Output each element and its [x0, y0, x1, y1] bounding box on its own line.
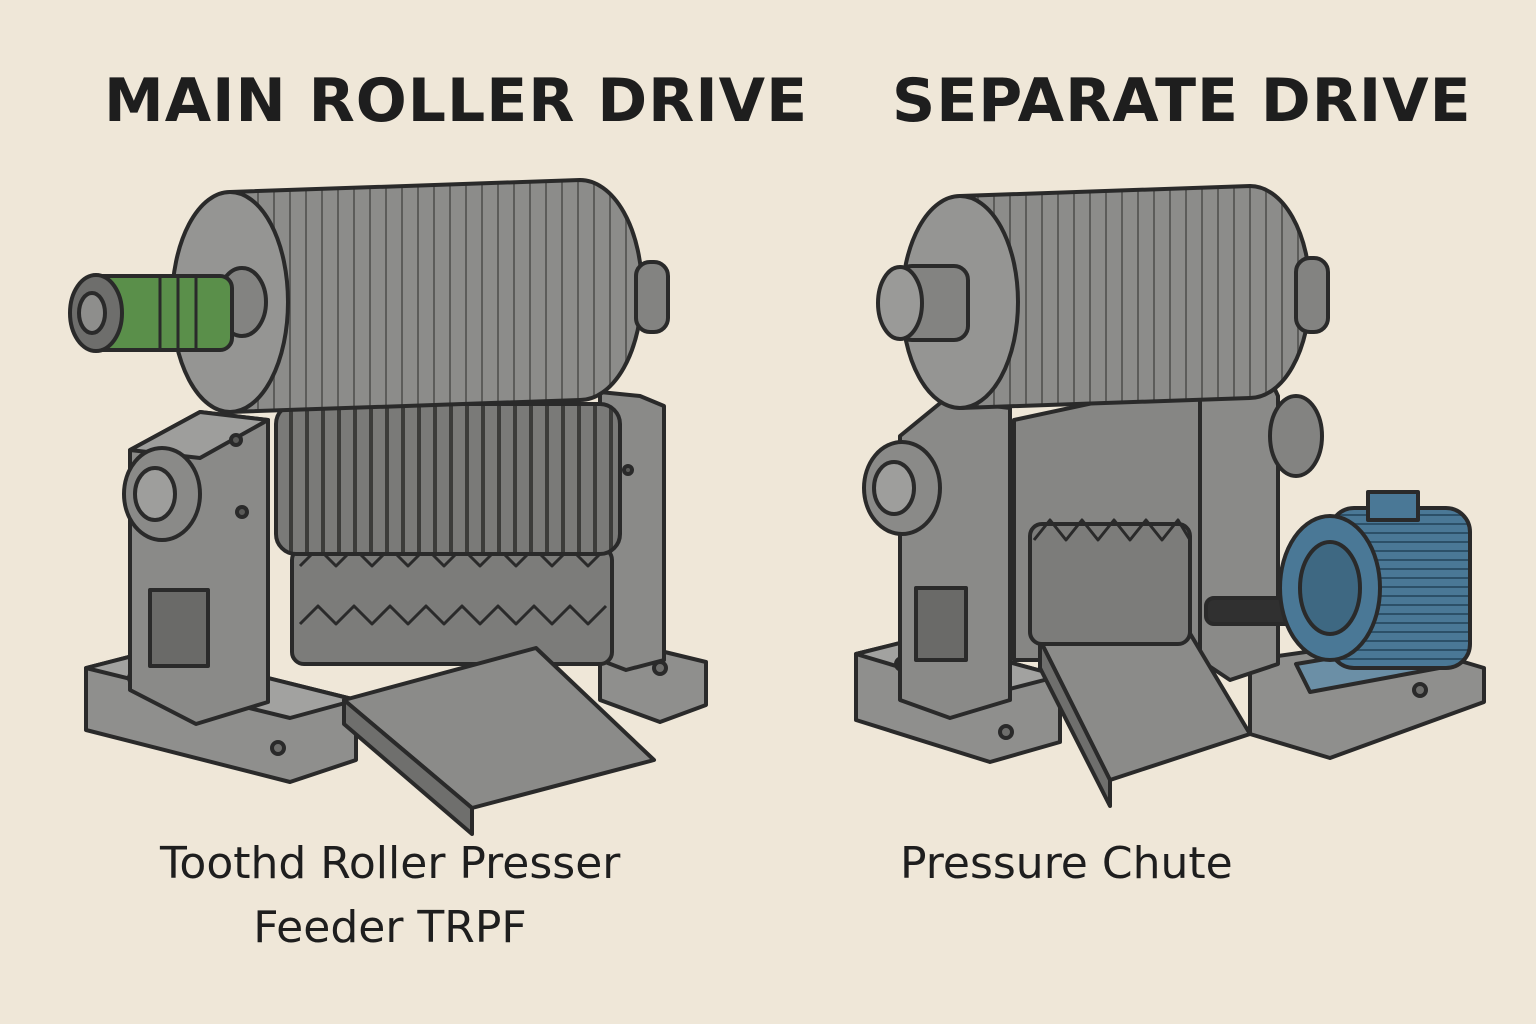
- discharge-chute: [342, 646, 656, 836]
- toothed-roller-presser-feeder-machine: [68, 178, 708, 836]
- electric-motor-blue: [1278, 490, 1472, 694]
- caption-line-1: Toothd Roller Presser: [160, 838, 621, 889]
- pressure-chute-machine: [854, 184, 1486, 808]
- main-drum: [170, 178, 670, 414]
- shaft-end-caps-right: [862, 394, 1324, 536]
- panel-title-main-roller-drive: MAIN ROLLER DRIVE: [104, 66, 809, 136]
- caption-line-1-right: Pressure Chute: [900, 838, 1233, 889]
- toothed-roller: [290, 546, 614, 666]
- shaft-end-cap: [122, 446, 202, 542]
- caption-toothed-roller-presser-feeder: Toothd Roller Presser Feeder TRPF: [160, 832, 620, 960]
- caption-pressure-chute: Pressure Chute: [900, 832, 1233, 896]
- panel-title-separate-drive: SEPARATE DRIVE: [892, 66, 1472, 136]
- caption-line-2: Feeder TRPF: [253, 902, 527, 953]
- toothed-roller-right: [1028, 518, 1192, 646]
- drive-coupling-green: [68, 273, 234, 353]
- main-drum-right: [876, 184, 1330, 410]
- grooved-feed-roller: [274, 402, 622, 556]
